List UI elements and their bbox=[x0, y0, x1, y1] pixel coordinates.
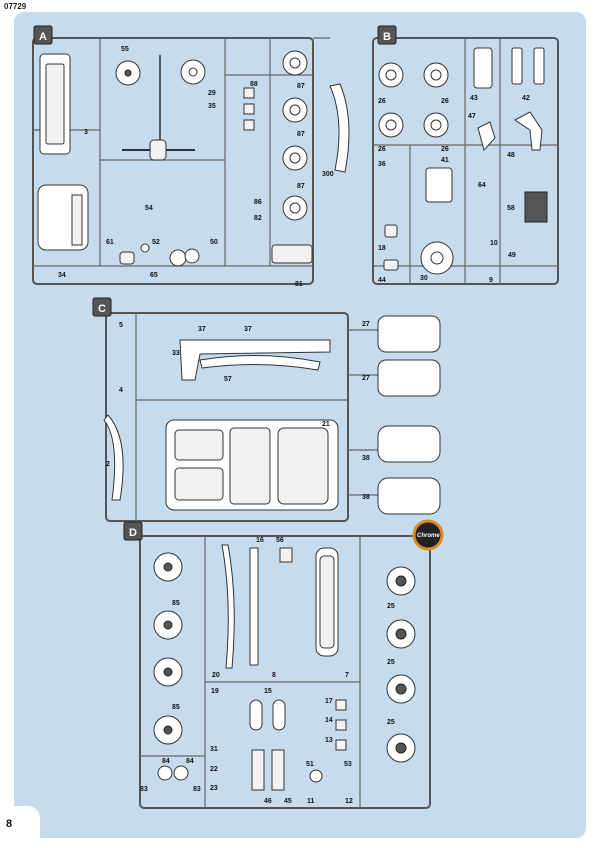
part-number: 85 bbox=[172, 600, 180, 607]
part-number: 15 bbox=[264, 688, 272, 695]
part-number: 55 bbox=[121, 46, 129, 53]
part-number: 83 bbox=[140, 786, 148, 793]
part-number: 7 bbox=[345, 672, 349, 679]
part-number: 38 bbox=[362, 494, 370, 501]
part-number: 61 bbox=[106, 239, 114, 246]
part-number: 26 bbox=[441, 98, 449, 105]
part-number: 84 bbox=[186, 758, 194, 765]
part-number: 25 bbox=[387, 719, 395, 726]
part-number: 41 bbox=[441, 157, 449, 164]
part-number: 54 bbox=[145, 205, 153, 212]
part-number: 81 bbox=[295, 281, 303, 288]
sprue-d bbox=[123, 519, 444, 809]
part-number: 30 bbox=[420, 275, 428, 282]
part-number: 85 bbox=[172, 704, 180, 711]
part-number: 5 bbox=[119, 322, 123, 329]
part-number: 58 bbox=[507, 205, 515, 212]
part-number: 65 bbox=[150, 272, 158, 279]
part-number: 3 bbox=[84, 129, 88, 136]
part-number: 21 bbox=[322, 421, 330, 428]
part-number: 37 bbox=[198, 326, 206, 333]
part-number: 52 bbox=[152, 239, 160, 246]
sprue-d-letter: D bbox=[129, 527, 137, 539]
part-number: 26 bbox=[378, 98, 386, 105]
sprue-c-letter: C bbox=[98, 303, 106, 315]
part-number: 26 bbox=[441, 146, 449, 153]
part-number: 18 bbox=[378, 245, 386, 252]
part-number: 50 bbox=[210, 239, 218, 246]
sprue-b bbox=[372, 25, 559, 285]
part-number: 31 bbox=[210, 746, 218, 753]
part-number: 46 bbox=[264, 798, 272, 805]
part-number: 16 bbox=[256, 537, 264, 544]
part-number: 38 bbox=[362, 455, 370, 462]
part-number: 44 bbox=[378, 277, 386, 284]
part-number: 33 bbox=[172, 350, 180, 357]
part-number: 87 bbox=[297, 83, 305, 90]
part-number: 56 bbox=[276, 537, 284, 544]
part-number: 86 bbox=[254, 199, 262, 206]
part-number: 53 bbox=[344, 761, 352, 768]
part-number: 45 bbox=[284, 798, 292, 805]
part-number: 35 bbox=[208, 103, 216, 110]
part-number: 19 bbox=[211, 688, 219, 695]
part-number: 13 bbox=[325, 737, 333, 744]
part-number: 20 bbox=[212, 672, 220, 679]
part-number: 10 bbox=[490, 240, 498, 247]
part-number: 25 bbox=[387, 659, 395, 666]
part-number: 11 bbox=[307, 798, 315, 805]
part-number: 48 bbox=[507, 152, 515, 159]
part-number: 42 bbox=[522, 95, 530, 102]
part-number: 37 bbox=[244, 326, 252, 333]
part-number: 64 bbox=[478, 182, 486, 189]
part-number: 88 bbox=[250, 81, 258, 88]
part-number: 49 bbox=[508, 252, 516, 259]
part-number: 57 bbox=[224, 376, 232, 383]
sprue-b-letter: B bbox=[383, 31, 391, 43]
part-number: 8 bbox=[272, 672, 276, 679]
part-number: 25 bbox=[387, 603, 395, 610]
part-number: 84 bbox=[162, 758, 170, 765]
kit-number: 07729 bbox=[4, 2, 27, 11]
part-number: 9 bbox=[489, 277, 493, 284]
sprue-a bbox=[32, 25, 350, 285]
page-number-tab: 8 bbox=[0, 806, 40, 848]
part-number: 87 bbox=[297, 131, 305, 138]
page-number: 8 bbox=[6, 818, 13, 830]
part-number: 47 bbox=[468, 113, 476, 120]
sprue-c bbox=[92, 297, 441, 522]
part-number: 14 bbox=[325, 717, 333, 724]
part-number: 51 bbox=[306, 761, 314, 768]
sprue-a-letter: A bbox=[39, 31, 47, 43]
part-number: 17 bbox=[325, 698, 333, 705]
part-number: 27 bbox=[362, 321, 370, 328]
part-number: 22 bbox=[210, 766, 218, 773]
part-number: 36 bbox=[378, 161, 386, 168]
part-number: 87 bbox=[297, 183, 305, 190]
chrome-badge-label: Chrome bbox=[417, 533, 440, 539]
part-number: 83 bbox=[193, 786, 201, 793]
part-number: 29 bbox=[208, 90, 216, 97]
part-number: 2 bbox=[106, 461, 110, 468]
part-number: 27 bbox=[362, 375, 370, 382]
part-number: 43 bbox=[470, 95, 478, 102]
part-number: 12 bbox=[345, 798, 353, 805]
part-number: 4 bbox=[119, 387, 123, 394]
part-number: 34 bbox=[58, 272, 66, 279]
part-number: 23 bbox=[210, 785, 218, 792]
part-number: 26 bbox=[378, 146, 386, 153]
part-number: 82 bbox=[254, 215, 262, 222]
part-number: 300 bbox=[322, 171, 334, 178]
